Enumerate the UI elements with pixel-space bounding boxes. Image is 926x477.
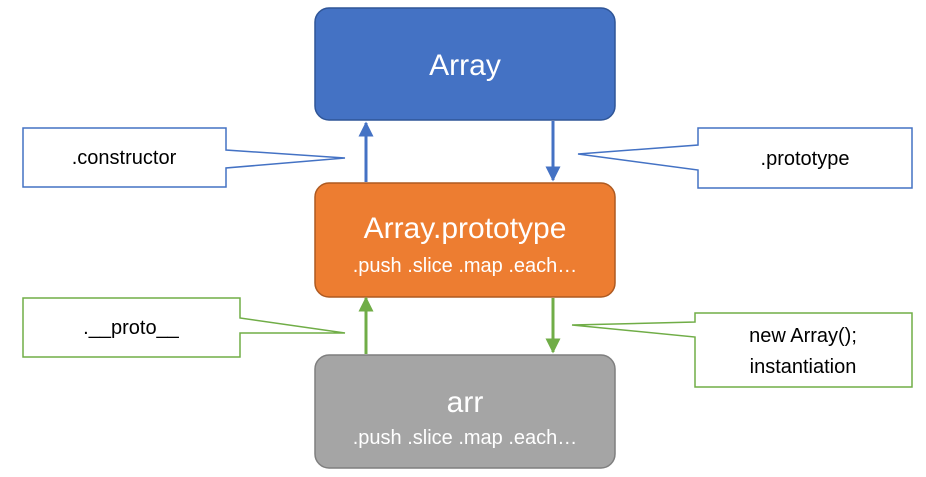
prototype-box: Array.prototype .push .slice .map .each…: [314, 182, 616, 298]
proto-callout-shape: [22, 297, 346, 358]
arr-box-title: arr: [447, 386, 484, 419]
new-array-callout-shape: [571, 312, 913, 388]
prototype-box-title: Array.prototype: [364, 212, 567, 245]
array-box: Array: [314, 7, 616, 121]
prototype-callout-text: .prototype: [761, 148, 850, 170]
arr-box-shape: [314, 354, 616, 469]
arr-box: arr .push .slice .map .each…: [314, 354, 616, 469]
array-box-shape: [314, 7, 616, 121]
arr-box-methods: .push .slice .map .each…: [353, 427, 578, 449]
prototype-box-methods: .push .slice .map .each…: [353, 255, 578, 277]
new-array-callout: new Array(); instantiation: [571, 312, 913, 388]
constructor-callout: .constructor: [22, 127, 346, 188]
array-box-title: Array: [429, 49, 501, 82]
constructor-callout-text: .constructor: [72, 147, 177, 169]
prototype-callout-shape: [577, 127, 913, 189]
prototype-box-shape: [314, 182, 616, 298]
proto-callout-text: .__proto__: [83, 317, 180, 339]
prototype-callout: .prototype: [577, 127, 913, 189]
constructor-callout-shape: [22, 127, 346, 188]
new-array-callout-line2: instantiation: [750, 356, 857, 378]
proto-callout: .__proto__: [22, 297, 346, 358]
new-array-callout-line1: new Array();: [749, 325, 857, 347]
